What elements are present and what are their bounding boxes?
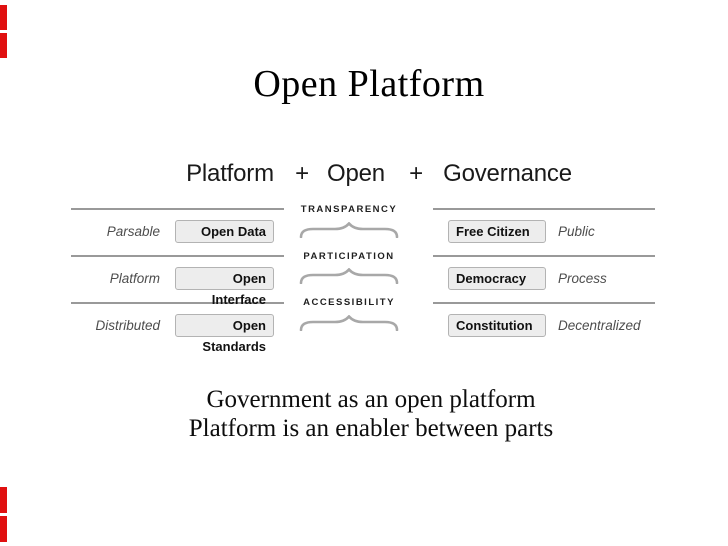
- mid-label-transparency: TRANSPARENCY: [300, 204, 398, 215]
- right-row-label-public: Public: [558, 224, 595, 239]
- header-plus-sign-2: +: [409, 160, 423, 187]
- right-row-line-2: [433, 255, 655, 257]
- left-row-line-3: [71, 302, 284, 304]
- header-open: Open: [327, 160, 385, 187]
- box-open-interface: Open Interface: [175, 267, 274, 307]
- curly-brace-icon: [299, 268, 399, 284]
- box-open-data: Open Data: [175, 220, 274, 243]
- curly-brace-icon: [299, 222, 399, 238]
- red-edge-marker-bottom-1: [0, 487, 7, 513]
- box-democracy: Democracy: [448, 267, 546, 290]
- right-row-label-decentralized: Decentralized: [558, 318, 641, 333]
- red-edge-marker-top-2: [0, 33, 7, 58]
- footer-line-1: Government as an open platform: [206, 386, 536, 413]
- left-row-label-platform: Platform: [109, 271, 160, 286]
- red-edge-marker-bottom-2: [0, 516, 7, 542]
- right-row-label-process: Process: [558, 271, 607, 286]
- left-row-line-1: [71, 208, 284, 210]
- left-row-line-2: [71, 255, 284, 257]
- mid-label-participation: PARTICIPATION: [303, 251, 395, 262]
- box-constitution: Constitution: [448, 314, 546, 337]
- mid-label-accessibility: ACCESSIBILITY: [303, 297, 395, 308]
- header-plus-sign-1: +: [295, 160, 309, 187]
- box-free-citizen: Free Citizen: [448, 220, 546, 243]
- curly-brace-icon: [299, 315, 399, 331]
- right-row-line-3: [433, 302, 655, 304]
- footer-line-2: Platform is an enabler between parts: [188, 415, 554, 442]
- footer-caption: Government as an open platform Platform …: [14, 385, 728, 443]
- left-row-label-parsable: Parsable: [106, 224, 160, 239]
- header-platform: Platform: [186, 160, 274, 187]
- box-open-standards: Open Standards: [175, 314, 274, 354]
- red-edge-marker-top-1: [0, 5, 7, 30]
- header-governance: Governance: [443, 160, 572, 187]
- right-row-line-1: [433, 208, 655, 210]
- left-row-label-distributed: Distributed: [95, 318, 160, 333]
- slide-title: Open Platform: [253, 63, 485, 105]
